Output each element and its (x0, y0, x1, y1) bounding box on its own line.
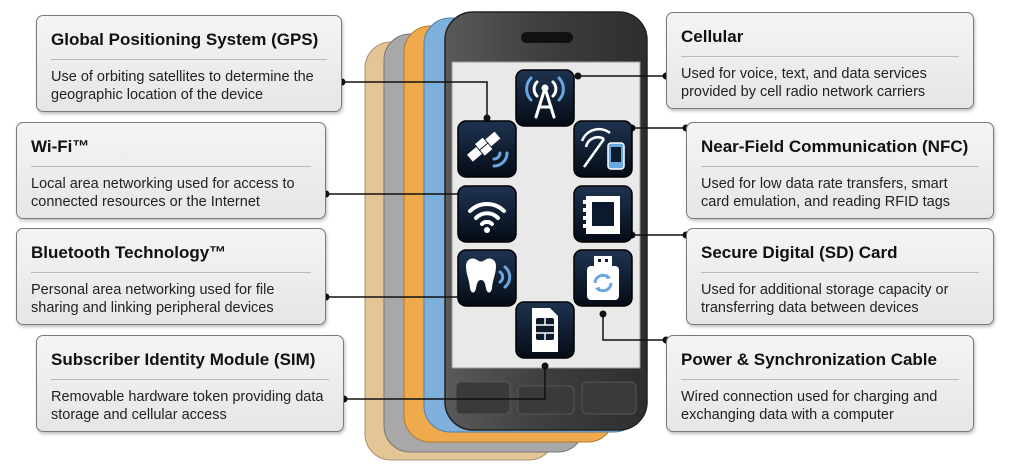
usb-sync-icon (573, 249, 633, 307)
callout-description: Removable hardware token providing data … (51, 389, 324, 423)
phone-speaker (521, 32, 573, 43)
sim-card-icon (515, 301, 575, 359)
callout-title: Global Positioning System (GPS) (51, 16, 327, 60)
cell-tower-icon (515, 69, 575, 127)
connector-power (602, 314, 666, 341)
callout-title: Bluetooth Technology™ (31, 229, 311, 273)
phone-left-key (455, 381, 511, 415)
phone-right-key (581, 381, 637, 415)
connector-gps (342, 81, 488, 118)
sd-card-icon (573, 185, 633, 243)
callout-description: Personal area networking used for file s… (31, 282, 275, 316)
callout-description: Use of orbiting satellites to determine … (51, 69, 314, 103)
connector-sim (344, 366, 546, 400)
callout-sim: Subscriber Identity Module (SIM) Removab… (36, 335, 344, 432)
callout-title: Subscriber Identity Module (SIM) (51, 336, 329, 380)
callout-description: Used for low data rate transfers, smart … (701, 176, 951, 210)
callout-nfc: Near-Field Communication (NFC) Used for … (686, 122, 994, 219)
callout-title: Secure Digital (SD) Card (701, 229, 979, 273)
callout-description: Local area networking used for access to… (31, 176, 295, 210)
callout-title: Near-Field Communication (NFC) (701, 123, 979, 167)
wifi-icon (457, 185, 517, 243)
callout-wifi: Wi-Fi™ Local area networking used for ac… (16, 122, 326, 219)
callout-bluetooth: Bluetooth Technology™ Personal area netw… (16, 228, 326, 325)
callout-sd: Secure Digital (SD) Card Used for additi… (686, 228, 994, 325)
callout-title: Wi-Fi™ (31, 123, 311, 167)
callout-description: Wired connection used for charging and e… (681, 389, 938, 423)
callout-title: Power & Synchronization Cable (681, 336, 959, 380)
bluetooth-icon (457, 249, 517, 307)
connector-lines (326, 75, 686, 400)
phone-home-key (517, 385, 575, 415)
callout-title: Cellular (681, 13, 959, 57)
callout-cellular: Cellular Used for voice, text, and data … (666, 12, 974, 109)
callout-power: Power & Synchronization Cable Wired conn… (666, 335, 974, 432)
nfc-icon (573, 120, 633, 178)
callout-gps: Global Positioning System (GPS) Use of o… (36, 15, 342, 112)
callout-description: Used for voice, text, and data services … (681, 66, 927, 100)
callout-description: Used for additional storage capacity or … (701, 282, 949, 316)
satellite-icon (457, 120, 517, 178)
